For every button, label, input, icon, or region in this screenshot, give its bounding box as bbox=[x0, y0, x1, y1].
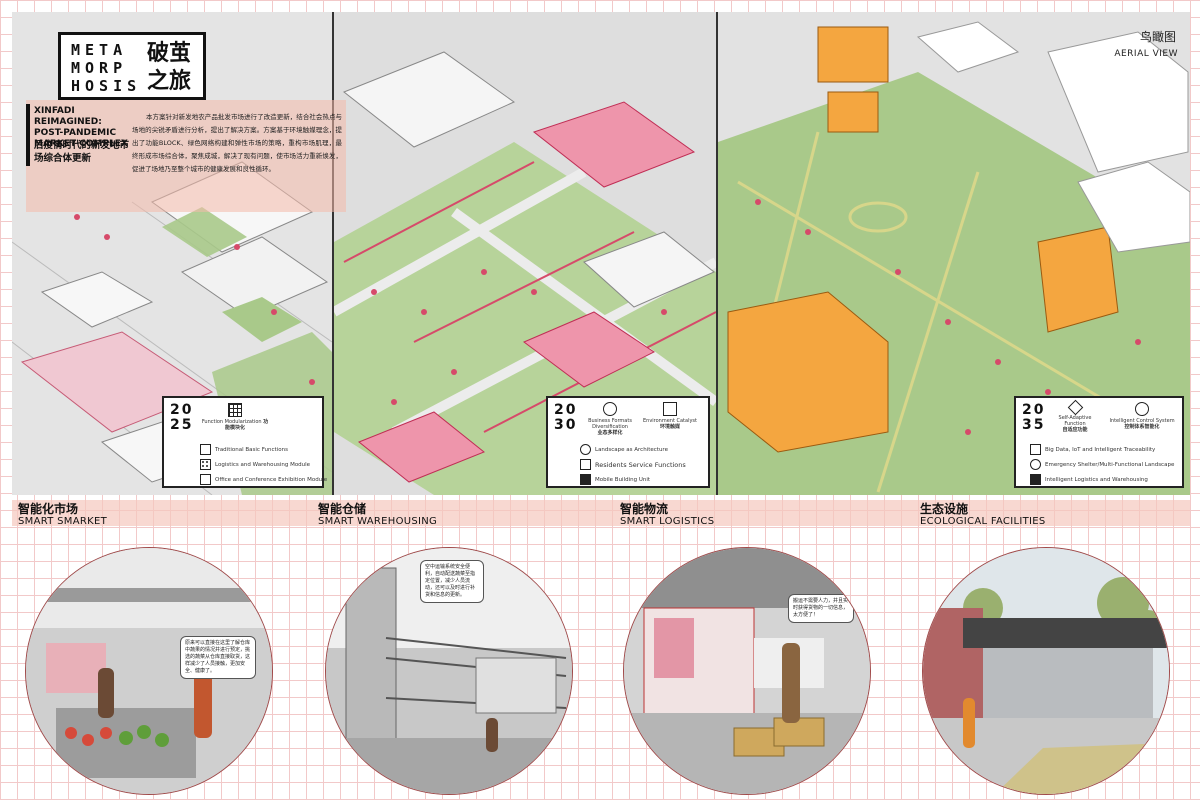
boxes-icon bbox=[200, 459, 211, 470]
legend-item: Emergency Shelter/Multi-Functional Lands… bbox=[1030, 459, 1174, 470]
legend-label-en: Self-Adaptive Function bbox=[1058, 415, 1092, 427]
people-icon bbox=[580, 459, 591, 470]
adaptive-icon bbox=[1067, 399, 1083, 416]
panel-divider bbox=[332, 12, 334, 495]
section-title-en: SMART LOGISTICS bbox=[620, 516, 715, 527]
aerial-label-en: AERIAL VIEW bbox=[1114, 49, 1178, 59]
subtitle-chinese: 后疫情时代的新发地市场综合体更新 bbox=[34, 140, 130, 164]
section-smart-market: 智能化市场 SMART SMARKET bbox=[18, 502, 107, 528]
legend-2025: 20 25 Function Modularization 功能模块化 Trad… bbox=[162, 396, 327, 488]
section-title-cn: 生态设施 bbox=[920, 502, 969, 516]
description-panel bbox=[26, 100, 346, 212]
section-ecological-facilities: 生态设施 ECOLOGICAL FACILITIES bbox=[920, 502, 1046, 528]
year-bottom: 25 bbox=[170, 417, 194, 433]
year-top: 20 bbox=[554, 402, 578, 418]
subtitle-english: XINFADI REIMAGINED: POST-PANDEMIC MARKET… bbox=[34, 106, 128, 149]
legend-item: Big Data, IoT and Intelligent Traceabili… bbox=[1030, 444, 1155, 455]
legend-label-en: Business Formats Diversification bbox=[588, 418, 632, 430]
subtitle-bar bbox=[26, 104, 30, 166]
legend-item-label: Landscape as Architecture bbox=[595, 446, 668, 453]
section-title-en: SMART SMARKET bbox=[18, 516, 107, 527]
truck-icon bbox=[1030, 474, 1041, 485]
section-title-cn: 智能化市场 bbox=[18, 502, 79, 516]
title-line: META bbox=[71, 41, 128, 59]
shapes-icon bbox=[603, 402, 617, 416]
title-line: MORP bbox=[71, 59, 128, 77]
legend-item: Logistics and Warehousing Module bbox=[200, 459, 310, 470]
section-title-en: ECOLOGICAL FACILITIES bbox=[920, 516, 1046, 527]
legend-item: Residents Service Functions bbox=[580, 459, 686, 470]
vignette-ecological-facilities bbox=[922, 547, 1170, 795]
office-icon bbox=[200, 474, 211, 485]
section-smart-warehousing: 智能仓储 SMART WAREHOUSING bbox=[318, 502, 437, 528]
speech-bubble: 搬运不需要人力，并且实时获得货物的一切信息，太方便了！ bbox=[788, 594, 854, 623]
legend-item: Landscape as Architecture bbox=[580, 444, 668, 455]
vignette-smart-market: 原来可以直接在这里了解仓库中蔬果的情况并进行预定，挑选的蔬菜从仓库直接取货，这样… bbox=[25, 547, 273, 795]
section-smart-logistics: 智能物流 SMART LOGISTICS bbox=[620, 502, 714, 528]
ecological-scene bbox=[923, 548, 1169, 794]
network-icon bbox=[663, 402, 677, 416]
section-header-band bbox=[12, 500, 1190, 526]
shelter-icon bbox=[1030, 459, 1041, 470]
cloud-control-icon bbox=[1135, 402, 1149, 416]
legend-item: Mobile Building Unit bbox=[580, 474, 650, 485]
legend-top-item: Function Modularization 功能模块化 bbox=[200, 403, 270, 431]
legend-label-cn: 控制体系智能化 bbox=[1124, 424, 1160, 430]
legend-label-cn: 自适应功能 bbox=[1062, 427, 1088, 433]
year-top: 20 bbox=[1022, 402, 1046, 418]
unit-icon bbox=[580, 474, 591, 485]
legend-item-label: Intelligent Logistics and Warehousing bbox=[1045, 476, 1148, 483]
legend-item: Intelligent Logistics and Warehousing bbox=[1030, 474, 1148, 485]
year-bottom: 35 bbox=[1022, 417, 1046, 433]
year-bottom: 30 bbox=[554, 417, 578, 433]
panel-divider bbox=[716, 12, 718, 495]
vignette-smart-logistics: 搬运不需要人力，并且实时获得货物的一切信息，太方便了！ bbox=[623, 547, 871, 795]
speech-bubble: 空中运输系统安全便利，自动配送蔬菜至指定位置，减少人员流动，还可以及时进行补货和… bbox=[420, 560, 484, 603]
speech-bubble: 原来可以直接在这里了解仓库中蔬果的情况并进行预定，挑选的蔬菜从仓库直接取货，这样… bbox=[180, 636, 256, 679]
legend-item-label: Big Data, IoT and Intelligent Traceabili… bbox=[1045, 446, 1156, 453]
legend-label-cn: 环境触媒 bbox=[659, 424, 680, 430]
legend-year: 20 30 bbox=[554, 403, 577, 433]
section-title-en: SMART WAREHOUSING bbox=[318, 516, 438, 527]
legend-year: 20 35 bbox=[1022, 403, 1045, 433]
legend-item-label: Office and Conference Exhibition Module bbox=[215, 476, 328, 483]
data-icon bbox=[1030, 444, 1041, 455]
legend-item-label: Mobile Building Unit bbox=[595, 476, 651, 483]
legend-item-label: Traditional Basic Functions bbox=[215, 446, 288, 453]
title-chinese: 破茧之旅 bbox=[147, 41, 192, 94]
vignette-smart-warehousing: 空中运输系统安全便利，自动配送蔬菜至指定位置，减少人员流动，还可以及时进行补货和… bbox=[325, 547, 573, 795]
legend-label-cn: 功能模块化 bbox=[224, 419, 269, 431]
legend-item-label: Logistics and Warehousing Module bbox=[215, 461, 311, 468]
basket-icon bbox=[200, 444, 211, 455]
legend-item: Office and Conference Exhibition Module bbox=[200, 474, 327, 485]
logistics-scene bbox=[624, 548, 870, 794]
legend-label-en: Environment Catalyst bbox=[642, 418, 697, 424]
legend-item: Traditional Basic Functions bbox=[200, 444, 288, 455]
aerial-panel-2030 bbox=[334, 12, 716, 495]
year-top: 20 bbox=[170, 402, 194, 418]
aerial-label-cn: 鸟瞰图 bbox=[1139, 30, 1176, 44]
legend-label-en: Intelligent Control System bbox=[1109, 418, 1175, 424]
grid-icon bbox=[228, 403, 242, 417]
legend-item-label: Emergency Shelter/Multi-Functional Lands… bbox=[1045, 461, 1175, 468]
section-title-cn: 智能仓储 bbox=[318, 502, 367, 516]
legend-year: 20 25 bbox=[170, 403, 193, 433]
tree-icon bbox=[580, 444, 591, 455]
legend-label-cn: 业态多样化 bbox=[597, 430, 623, 436]
title-line: HOSIS bbox=[71, 77, 142, 95]
title-english: META MORP HOSIS bbox=[71, 41, 141, 95]
project-description: 本方案针对新发地农产品批发市场进行了改造更新，结合社会热点与场地的尖锐矛盾进行分… bbox=[132, 113, 342, 173]
legend-label-en: Function Modularization bbox=[201, 419, 262, 425]
project-title: META MORP HOSIS 破茧之旅 bbox=[58, 32, 206, 100]
aerial-view: META MORP HOSIS 破茧之旅 XINFADI REIMAGINED:… bbox=[12, 12, 1190, 495]
section-title-cn: 智能物流 bbox=[620, 502, 669, 516]
legend-item-label: Residents Service Functions bbox=[595, 460, 686, 469]
aerial-illustration-2030 bbox=[334, 12, 716, 495]
